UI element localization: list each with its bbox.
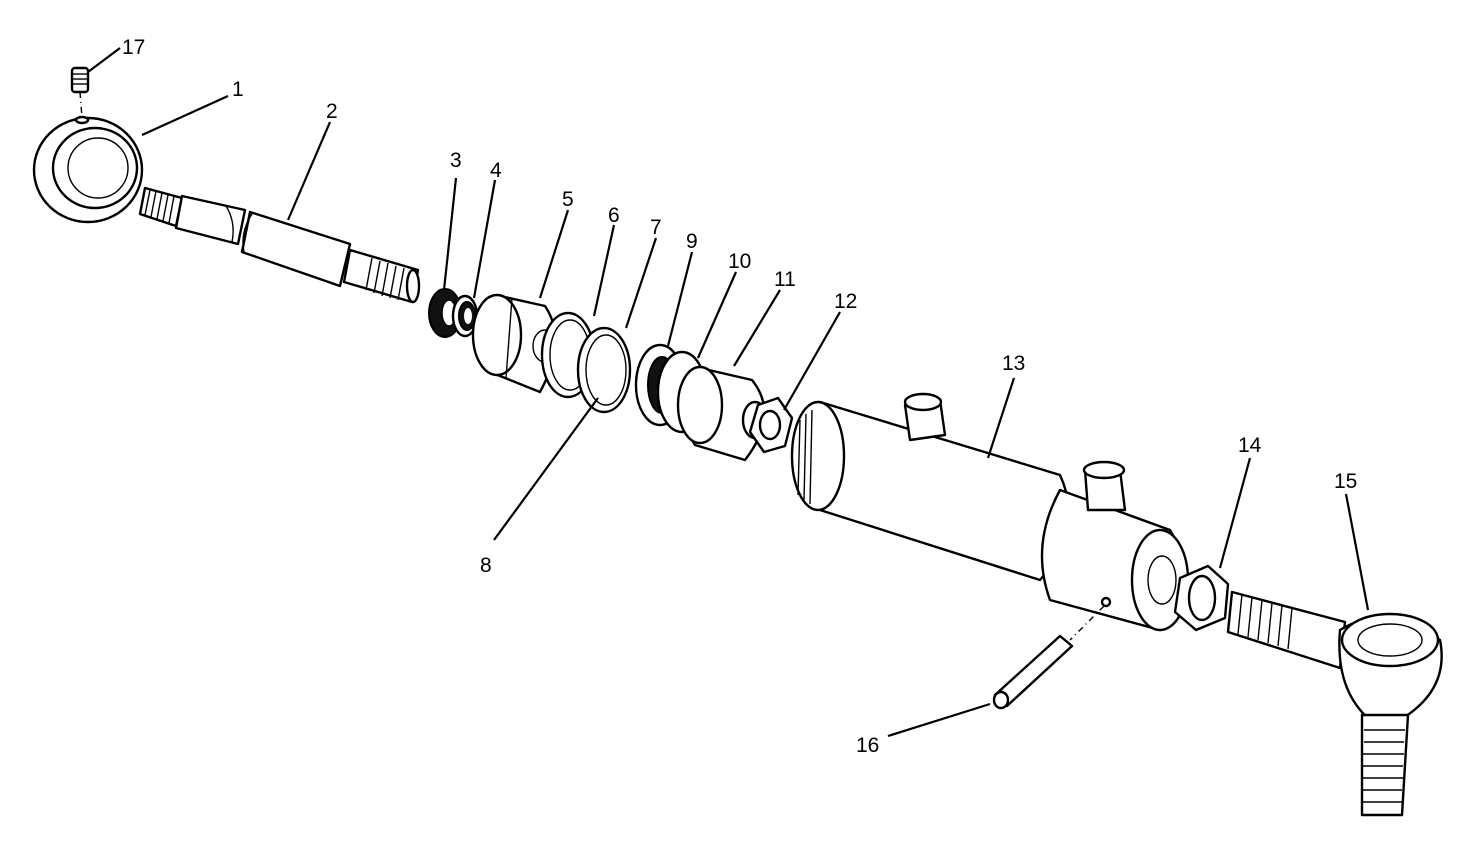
callout-12: 12 — [834, 290, 857, 313]
part-14-jam-nut — [1173, 564, 1230, 632]
callout-7: 7 — [650, 216, 662, 239]
part-12-nut — [748, 396, 794, 454]
callout-14: 14 — [1238, 434, 1262, 457]
part-16-roll-pin — [992, 634, 1074, 710]
callout-4: 4 — [490, 159, 502, 182]
callout-15: 15 — [1334, 470, 1357, 493]
callout-13: 13 — [1002, 352, 1025, 375]
part-17-set-screw — [70, 66, 90, 119]
callout-11: 11 — [774, 268, 796, 291]
part-1-collar — [32, 115, 144, 224]
part-7-o-ring — [576, 326, 632, 414]
callout-1: 1 — [232, 78, 244, 101]
callout-17: 17 — [122, 36, 145, 59]
callout-labels: 17 1 2 3 4 5 6 7 9 10 11 12 8 13 14 15 1… — [122, 36, 1357, 757]
leader-lines — [87, 47, 1370, 738]
part-5-gland — [471, 293, 558, 394]
part-13-cylinder-barrel — [790, 392, 1190, 641]
callout-6: 6 — [608, 204, 620, 227]
callout-9: 9 — [686, 230, 698, 253]
part-2-piston-rod — [138, 186, 421, 304]
part-11-piston — [676, 365, 769, 462]
callout-8: 8 — [480, 554, 492, 577]
callout-16: 16 — [856, 734, 879, 757]
part-15-rod-end — [1226, 590, 1443, 817]
callout-5: 5 — [562, 188, 574, 211]
callout-10: 10 — [728, 250, 751, 273]
callout-2: 2 — [326, 100, 338, 123]
callout-3: 3 — [450, 149, 462, 172]
